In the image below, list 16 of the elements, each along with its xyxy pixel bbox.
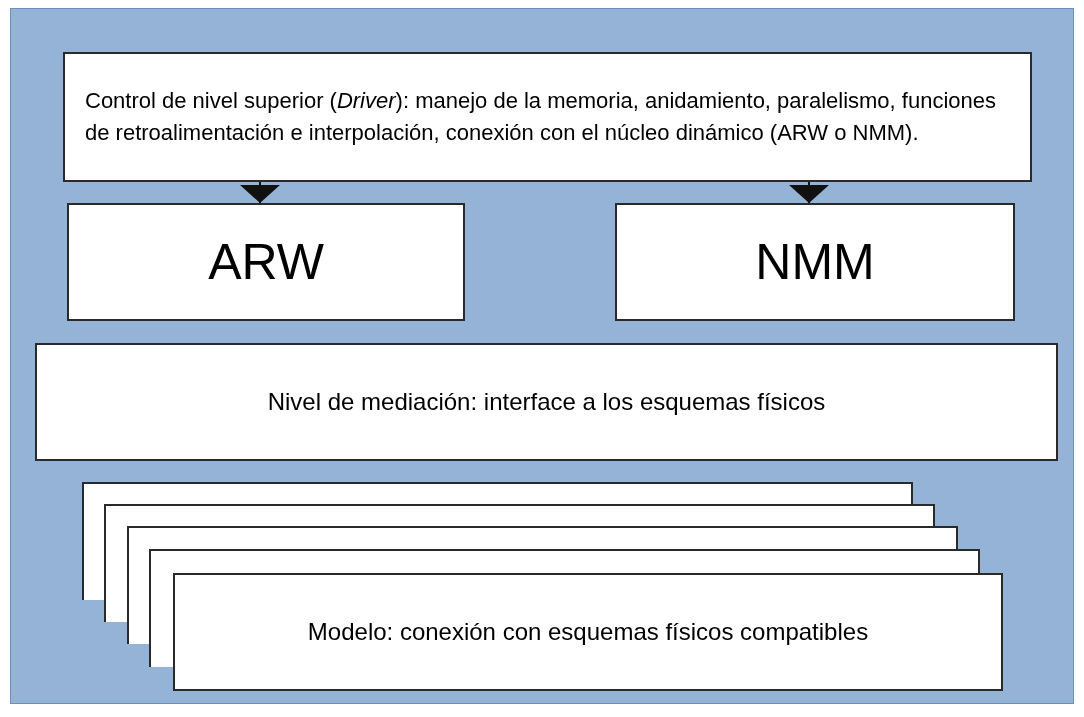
stacked-page: [127, 526, 959, 646]
layer-label: ARW: [208, 232, 324, 292]
layer-box: [67, 203, 465, 321]
arrow: [789, 181, 829, 204]
layer-box: [173, 573, 1003, 691]
layer-box: [35, 343, 1058, 461]
layer-label: Modelo: conexión con esquemas físicos compatibles: [307, 616, 869, 647]
stacked-page: [149, 549, 981, 669]
stacked-page: [104, 504, 936, 624]
arrow: [240, 181, 280, 204]
description-text: Control de nivel superior (Driver): manejo de la memoria, anidamiento, paralelismo, funciones de retroalimentación e interpolación, conexión con el núcleo dinámico (ARW o NMM).: [85, 87, 997, 147]
layer-label: NMM: [755, 232, 875, 292]
layer-label: Nivel de mediación: interface a los esquemas físicos: [267, 386, 826, 417]
layer-box: [615, 203, 1015, 321]
stacked-page: [82, 482, 914, 602]
text-box: [63, 52, 1032, 182]
